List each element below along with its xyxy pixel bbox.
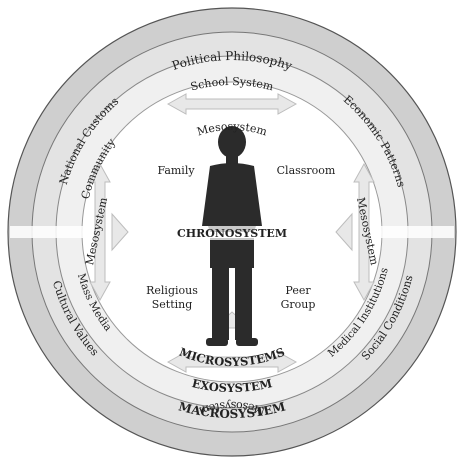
religious-setting-line1: Religious [146, 284, 198, 297]
family-label: Family [157, 164, 195, 177]
peer-group-line2: Group [281, 298, 316, 311]
religious-setting-line2: Setting [152, 298, 193, 311]
chronosystem-label-bg [180, 226, 284, 240]
mesosystem-bottom-label: Mesosystem [197, 399, 267, 418]
child-figure [202, 126, 262, 346]
school-system-label: School System [189, 75, 275, 94]
chronosystem-label: CHRONOSYSTEM [177, 227, 287, 240]
exosystem-label: EXOSYSTEM [191, 376, 274, 395]
classroom-label: Classroom [277, 164, 336, 177]
peer-group-line1: Peer [285, 284, 311, 297]
